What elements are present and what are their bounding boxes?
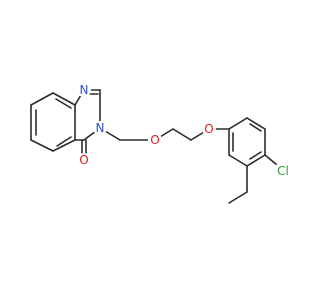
bond-line [246, 117, 266, 130]
atom-o-carbonyl: O [77, 153, 91, 167]
bond-line [55, 98, 72, 109]
bond-line [228, 117, 248, 130]
atom-cl: Cl [274, 162, 292, 180]
atom-labels: N N O O O Cl [77, 83, 292, 180]
bond-line [30, 139, 54, 152]
molecule-structure-drawing: N N O O O Cl [30, 83, 292, 204]
bond-line [172, 128, 192, 141]
atom-n3: N [93, 121, 107, 135]
atom-n1: N [77, 83, 91, 97]
atom-o-ether-1: O [148, 133, 162, 147]
bond-line [264, 154, 278, 166]
bond-line [56, 136, 72, 147]
svg-text:N: N [80, 83, 89, 97]
atom-o-ether-2: O [202, 122, 216, 136]
svg-text:O: O [150, 133, 159, 147]
svg-text:N: N [96, 121, 105, 135]
bond-line [246, 154, 266, 167]
bond-line [249, 151, 262, 160]
bond-line [228, 154, 248, 167]
bond-line [249, 123, 262, 132]
svg-text:Cl: Cl [277, 164, 289, 178]
bond-line [228, 191, 248, 204]
svg-text:O: O [204, 122, 213, 136]
svg-text:O: O [79, 153, 88, 167]
bond-line [52, 139, 76, 152]
bond-line [52, 92, 76, 106]
bond-line [30, 92, 54, 106]
